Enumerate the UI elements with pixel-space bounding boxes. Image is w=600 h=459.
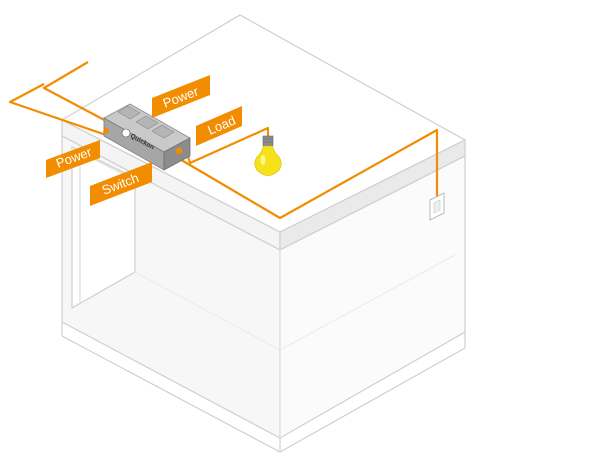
room: [60, 14, 467, 453]
light-bulb-icon: [254, 135, 282, 177]
junction-box-icon: Quickon: [102, 103, 191, 171]
power-wire-top: [42, 61, 111, 124]
wall-switch-icon: [429, 192, 445, 221]
power-wire-left: [8, 83, 113, 139]
switch-wire: [177, 128, 439, 220]
